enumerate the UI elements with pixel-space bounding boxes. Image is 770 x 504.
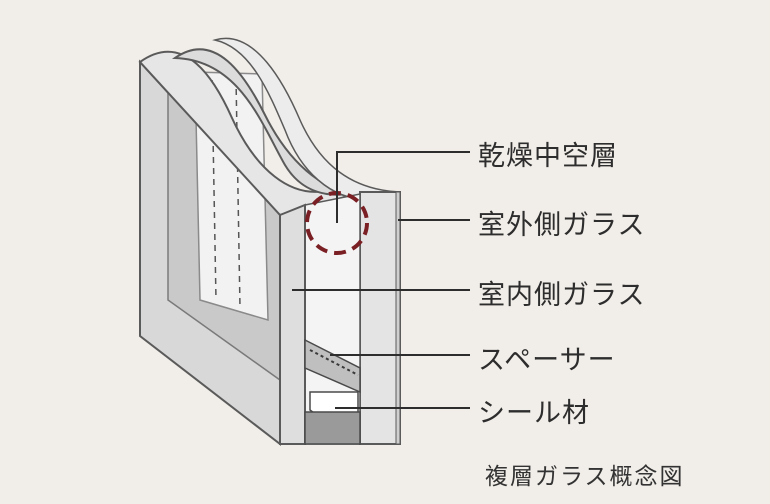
label-outer-glass: 室外側ガラス [478,210,646,241]
frame-front-right [395,191,401,445]
frame-bottom-channel [304,411,361,445]
inner-glass-pane [279,203,306,445]
label-inner-glass: 室内側ガラス [478,280,646,311]
leader-dry-air [336,151,470,223]
label-sealant: シール材 [478,398,590,429]
far-spacer-dashed-2 [235,77,241,309]
label-dry-air-layer: 乾燥中空層 [478,141,618,172]
spacer-profile [304,338,361,394]
diagram-caption: 複層ガラス概念図 [485,464,685,490]
label-spacer: スペーサー [478,345,616,376]
